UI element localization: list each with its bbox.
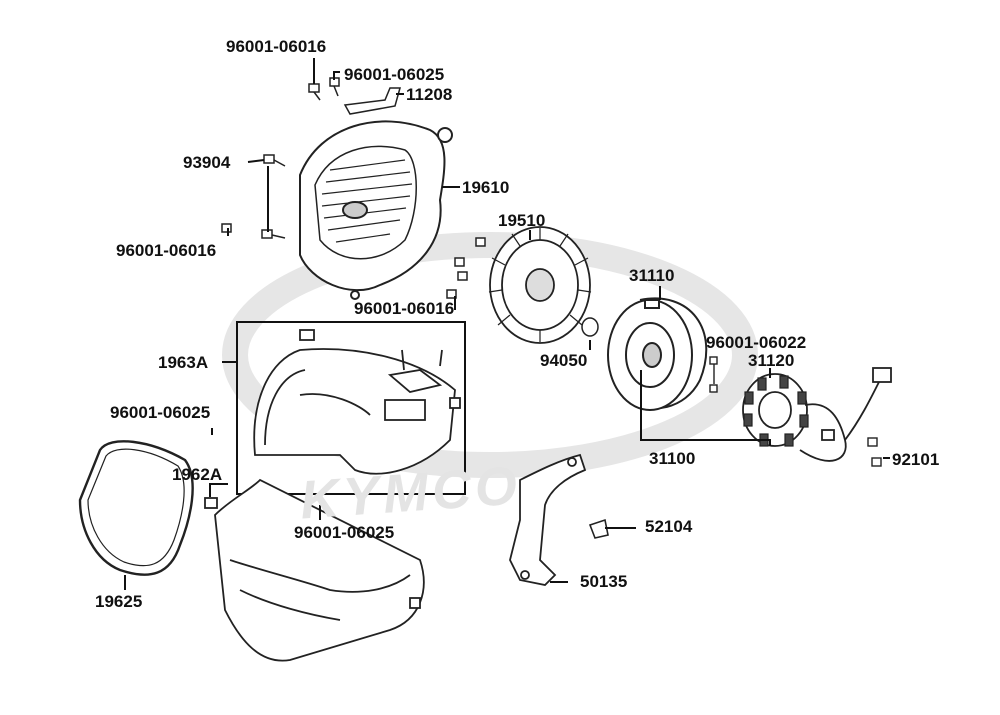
- leader-lines: [124, 58, 890, 590]
- label-93904: 93904: [183, 153, 231, 172]
- cooling-fan-19510: [488, 226, 592, 344]
- stator-31120: [742, 367, 892, 462]
- label-31100: 31100: [649, 449, 696, 468]
- flywheel-31110: [607, 297, 708, 411]
- bracket-11208: [343, 87, 401, 115]
- label-96001-06016-top: 96001-06016: [226, 37, 327, 56]
- label-52104: 52104: [645, 517, 693, 536]
- label-50135: 50135: [580, 572, 628, 591]
- group-box-1963a: [236, 321, 466, 495]
- label-96001-06016-mid: 96001-06016: [354, 299, 455, 318]
- label-11208: 11208: [406, 85, 453, 104]
- label-1962a: 1962A: [172, 465, 223, 484]
- label-1963a: 1963A: [158, 353, 209, 372]
- clip-52104: [588, 518, 609, 539]
- label-31120: 31120: [748, 351, 795, 370]
- screws-96001-06022: [709, 356, 882, 467]
- nut-94050: [581, 317, 599, 337]
- label-94050: 94050: [540, 351, 588, 370]
- bracket-50135: [509, 453, 587, 586]
- label-19625: 19625: [95, 592, 143, 611]
- kymco-logo-watermark: [222, 232, 758, 478]
- label-96001-06022: 96001-06022: [706, 333, 807, 352]
- fan-cover-19610: [299, 120, 453, 300]
- label-96001-06025-bottom: 96001-06025: [294, 523, 395, 542]
- label-19510: 19510: [498, 211, 546, 230]
- label-92101: 92101: [892, 450, 940, 469]
- label-19610: 19610: [462, 178, 510, 197]
- label-31110: 31110: [629, 266, 675, 285]
- label-96001-06016-left: 96001-06016: [116, 241, 217, 260]
- gasket-19625: [78, 440, 194, 576]
- lower-shroud-1962a: [204, 478, 425, 662]
- shroud-1963a: [253, 329, 461, 475]
- label-96001-06025-left: 96001-06025: [110, 403, 211, 422]
- label-96001-06025-top: 96001-06025: [344, 65, 445, 84]
- bolts-top: [221, 77, 486, 299]
